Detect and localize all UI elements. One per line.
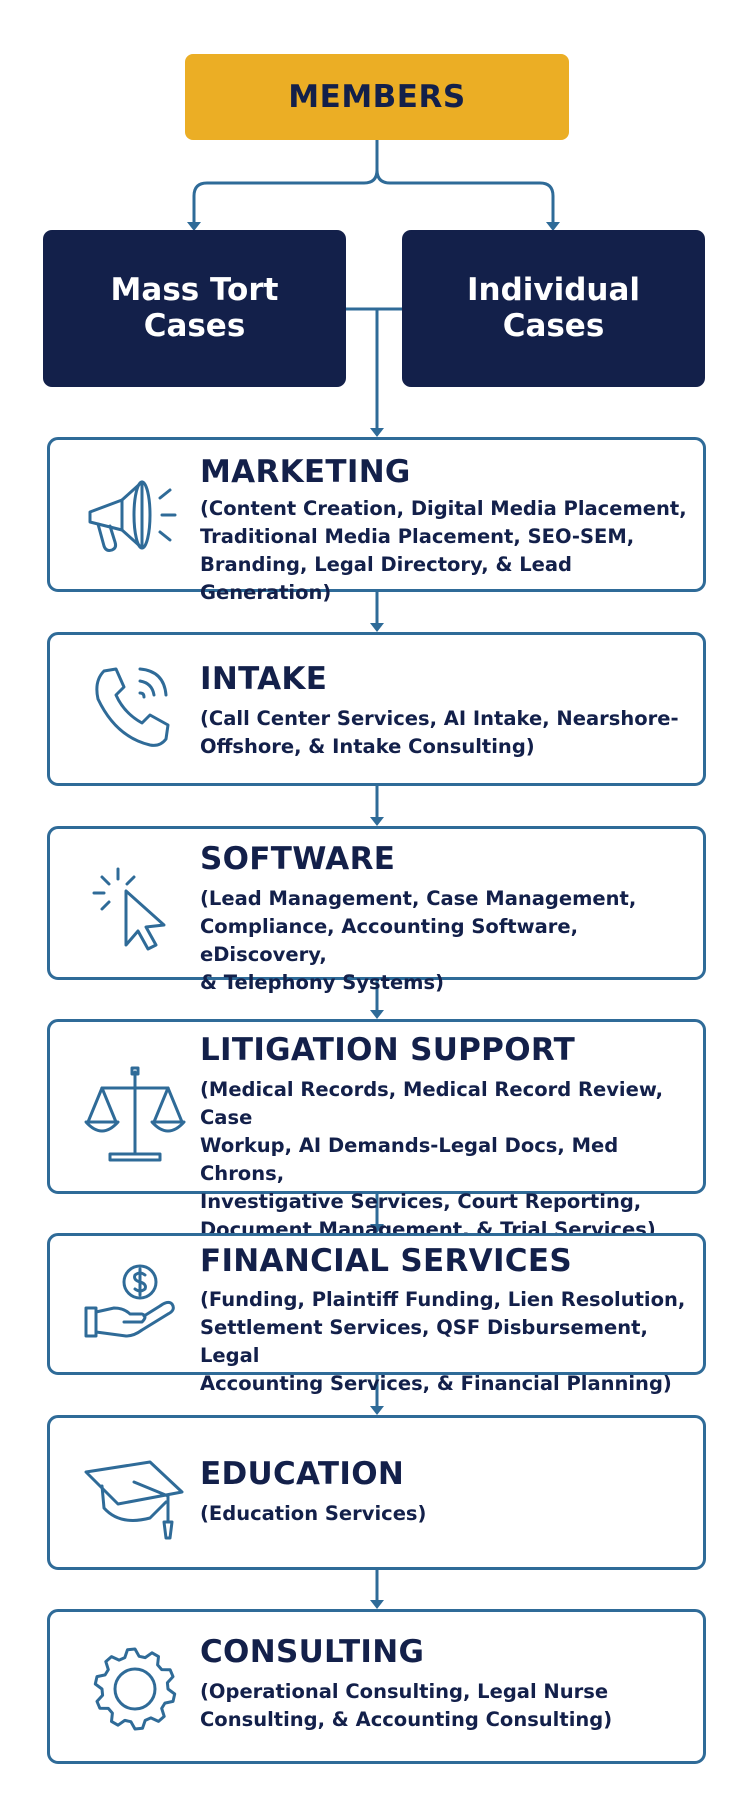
litigation-support-title: LITIGATION SUPPORT [200,1032,576,1068]
hand-dollar-icon [84,1264,175,1338]
software-title: SOFTWARE [200,841,396,877]
mass-tort-cases-label: Mass Tort Cases [110,271,279,344]
intake-desc: (Call Center Services, AI Intake, Nearsh… [200,707,679,758]
marketing-desc: (Content Creation, Digital Media Placeme… [200,497,687,604]
consulting-title: CONSULTING [200,1634,425,1670]
intake-box: INTAKE (Call Center Services, AI Intake,… [47,632,706,786]
intake-title: INTAKE [200,661,328,697]
consulting-box: CONSULTING (Operational Consulting, Lega… [47,1609,706,1764]
graduation-cap-icon [84,1460,184,1540]
marketing-title: MARKETING [200,454,411,490]
cursor-click-icon [92,867,166,951]
software-box: SOFTWARE (Lead Management, Case Manageme… [47,826,706,994]
financial-services-title: FINANCIAL SERVICES [200,1243,572,1279]
scales-icon [84,1066,186,1162]
individual-cases-label: Individual Cases [466,271,641,344]
financial-services-desc: (Funding, Plaintiff Funding, Lien Resolu… [200,1288,686,1395]
education-box: EDUCATION (Education Services) [47,1415,706,1570]
financial-services-box: FINANCIAL SERVICES (Funding, Plaintiff F… [47,1233,706,1395]
phone-icon [95,667,170,747]
gear-icon [93,1647,177,1731]
education-title: EDUCATION [200,1456,405,1492]
marketing-box: MARKETING (Content Creation, Digital Med… [47,437,706,604]
megaphone-icon [88,480,177,552]
litigation-support-desc: (Medical Records, Medical Record Review,… [200,1078,664,1241]
consulting-desc: (Operational Consulting, Legal Nurse Con… [200,1680,613,1731]
litigation-support-box: LITIGATION SUPPORT (Medical Records, Med… [47,1019,706,1241]
members-box: MEMBERS [185,54,569,140]
software-desc: (Lead Management, Case Management, Compl… [200,887,637,994]
individual-cases-box: Individual Cases [402,230,705,387]
members-label: MEMBERS [288,79,466,115]
education-desc: (Education Services) [200,1502,427,1525]
mass-tort-cases-box: Mass Tort Cases [43,230,346,387]
